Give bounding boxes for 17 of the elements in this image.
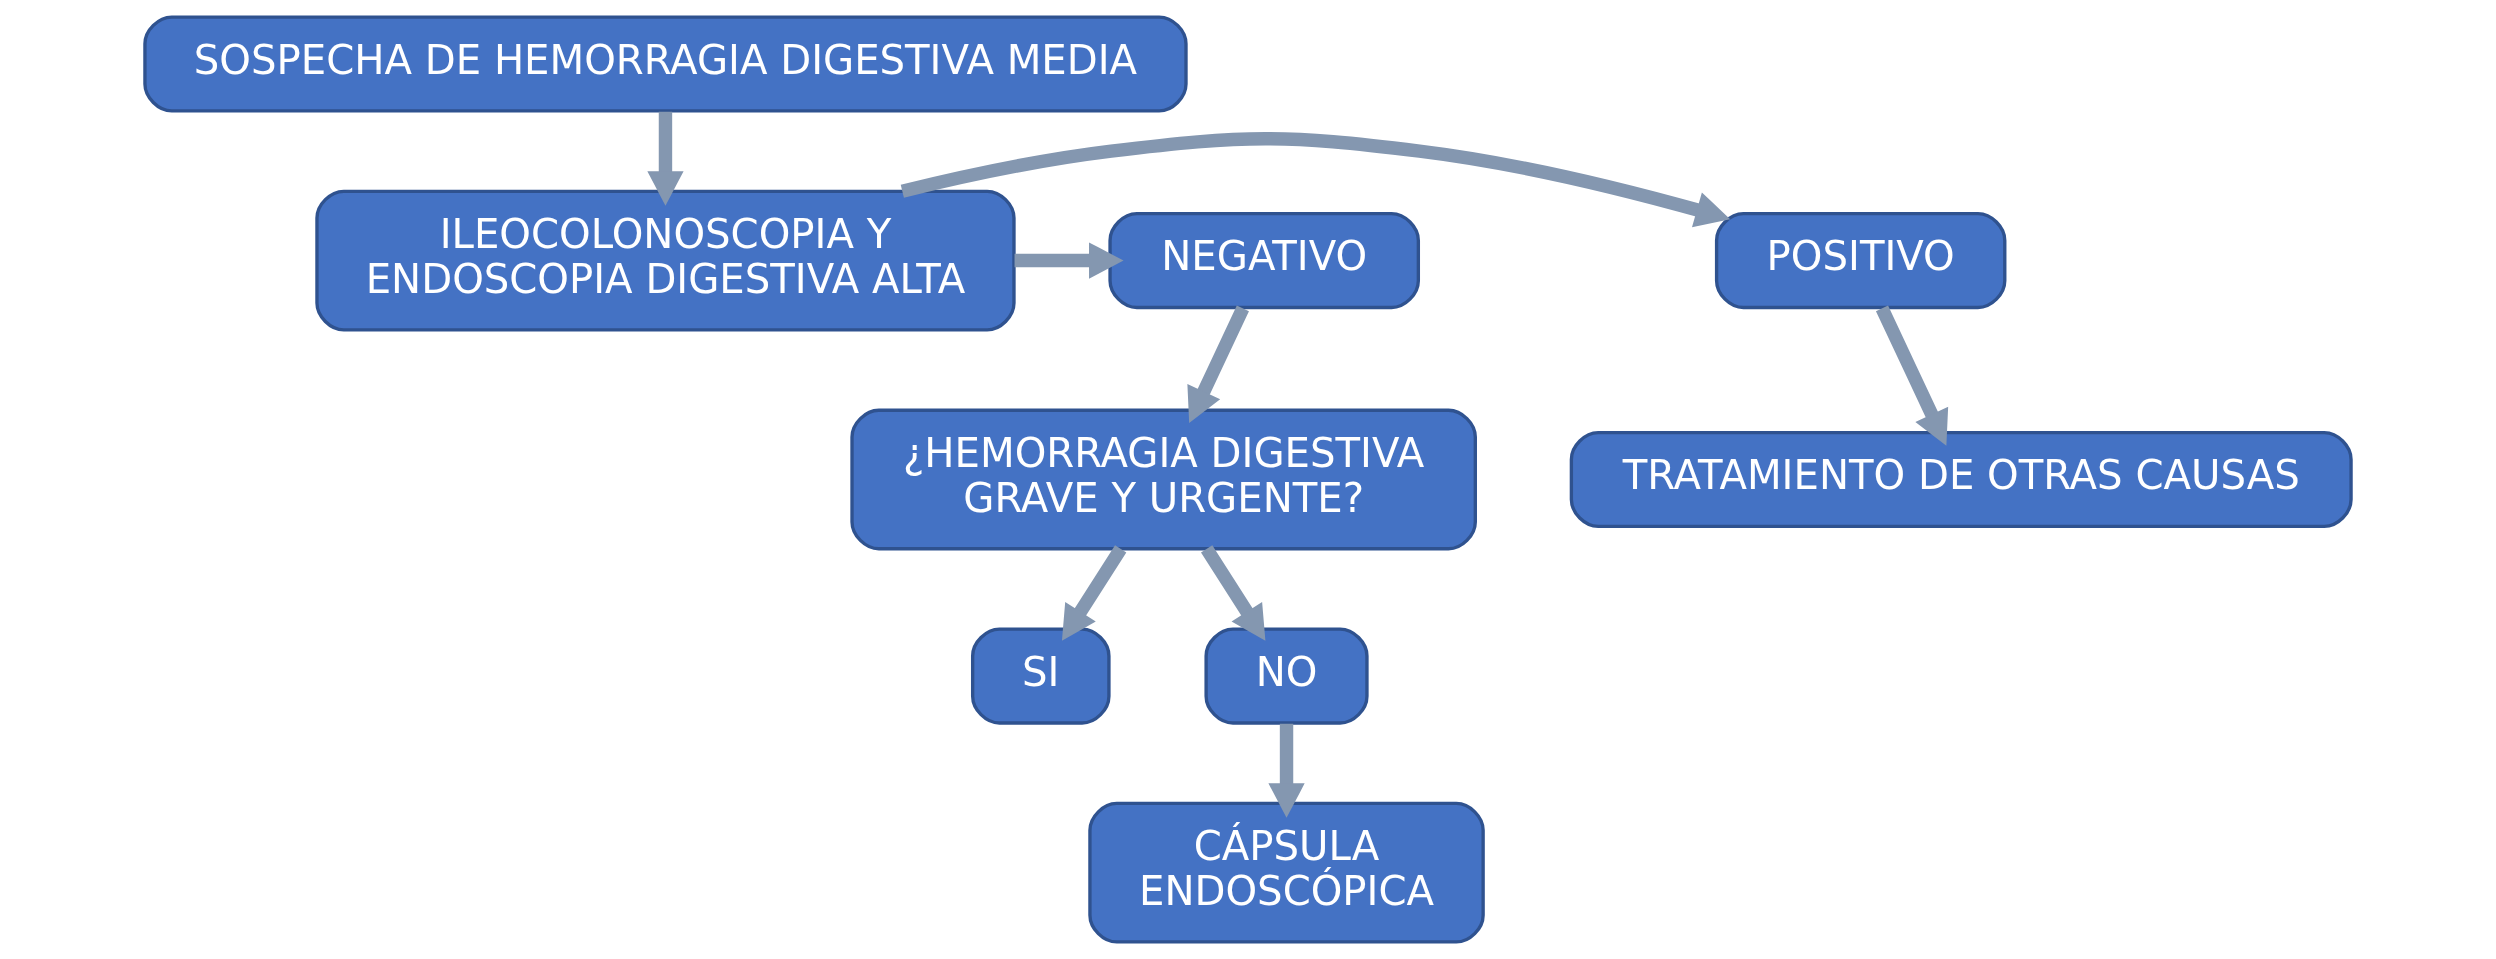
node-box: CÁPSULA ENDOSCÓPICA xyxy=(1088,801,1485,944)
node-box: NEGATIVO xyxy=(1108,211,1421,310)
arrow xyxy=(1014,242,1124,279)
node-box: TRATAMIENTO DE OTRAS CAUSAS xyxy=(1569,430,2353,529)
arrow xyxy=(1187,305,1249,423)
arrow xyxy=(1268,723,1305,818)
arrow xyxy=(647,111,684,206)
node-box: SOSPECHA DE HEMORRAGIA DIGESTIVA MEDIA xyxy=(143,15,1188,113)
node-box: NO xyxy=(1204,627,1369,725)
arrow xyxy=(1201,545,1266,641)
node-box: POSITIVO xyxy=(1714,211,2007,310)
node-box: SI xyxy=(970,627,1111,725)
arrow xyxy=(900,132,1731,228)
node-box: ¿HEMORRAGIA DIGESTIVA GRAVE Y URGENTE? xyxy=(850,408,1477,551)
arrow xyxy=(1875,305,1949,446)
node-box: ILEOCOLONOSCOPIA Y ENDOSCOPIA DIGESTIVA ALTA xyxy=(315,189,1016,332)
arrow xyxy=(1061,545,1127,641)
